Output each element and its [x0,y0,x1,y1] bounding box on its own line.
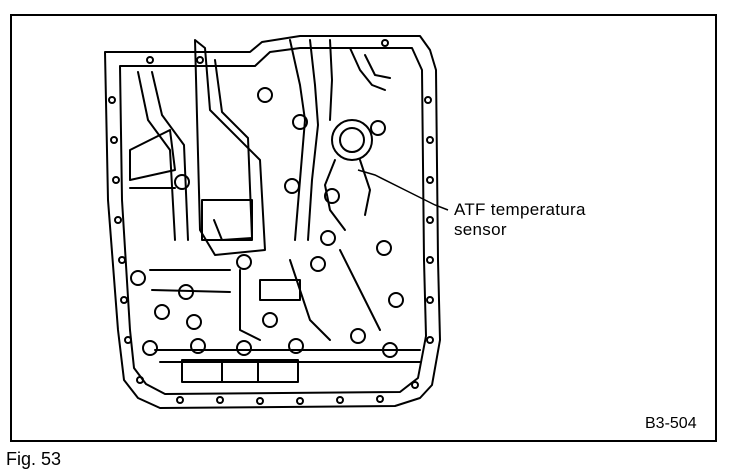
wire-harness [289,39,306,241]
callout-label: ATF temperatura sensor [454,200,586,240]
sensor-housing [331,119,373,161]
figure-caption: Fig. 53 [6,449,62,469]
callout-label-line2: sensor [454,220,507,239]
bolt-holes [108,39,434,405]
callout-leader-line [357,169,449,211]
center-channel [194,39,266,256]
pan-outer-outline [104,35,441,409]
callout-label-line1: ATF temperatura [454,200,586,219]
figure-frame [10,14,717,442]
figure-code: B3-504 [645,415,697,432]
valve-bolts [130,87,404,358]
center-block [201,199,253,241]
left-tube [137,71,176,241]
pan-inner-outline [119,47,427,395]
